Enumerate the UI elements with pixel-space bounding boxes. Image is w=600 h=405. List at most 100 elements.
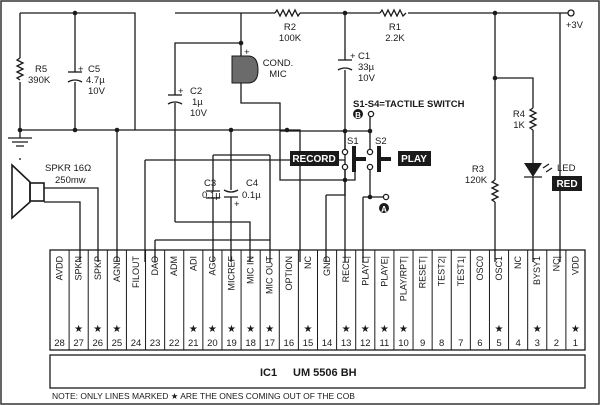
pin-name: PLAYL|: [360, 256, 370, 286]
pin-name: OPTION: [284, 256, 294, 291]
pin-number: 13: [341, 338, 352, 349]
pin-number: 5: [496, 338, 501, 349]
cob-star-icon: ★: [399, 324, 408, 335]
pin-name: SPKN: [74, 256, 84, 281]
speaker-icon: [11, 163, 31, 220]
node-a-label: A: [381, 205, 387, 214]
r5-resistor: [15, 57, 25, 81]
node-b-label: B: [355, 111, 361, 120]
cob-star-icon: ★: [571, 324, 580, 335]
pin-number: 10: [398, 338, 409, 349]
pin-number: 16: [284, 338, 295, 349]
led-color-tag: [552, 176, 582, 191]
cob-star-icon: ★: [74, 324, 83, 335]
pin-number: 22: [169, 338, 180, 349]
c5-plus: +: [78, 64, 84, 75]
play-tag: [398, 151, 431, 166]
pin-number: 20: [207, 338, 218, 349]
r3-resistor: [490, 179, 500, 203]
c3-value: 0.1µ: [202, 190, 221, 201]
c2-rating: 10V: [190, 108, 208, 119]
pin-number: 8: [439, 338, 444, 349]
speaker-label-1: SPKR 16Ω: [45, 163, 91, 174]
r4-label: R4: [513, 109, 525, 120]
pin-name: AVDD: [55, 256, 65, 281]
pin-name: NC: [513, 256, 523, 269]
pin-name: TEST1|: [456, 256, 466, 286]
c5-rating: 10V: [88, 86, 106, 97]
pin-number: 15: [303, 338, 314, 349]
mic-label-2: MIC: [269, 69, 287, 80]
mic-plus: +: [244, 47, 250, 58]
ic-pins: AVDD28SPKN★27SPKP★26AGND★25FILOUT24DAO23…: [54, 250, 580, 350]
cob-star-icon: ★: [533, 324, 542, 335]
c3-plates: [206, 190, 220, 199]
s1-button-icon[interactable]: [352, 146, 366, 172]
pin-name: MIC OUT: [265, 256, 275, 294]
c2-plus: +: [178, 86, 184, 97]
pin-number: 7: [458, 338, 463, 349]
pin-number: 28: [54, 338, 65, 349]
ic-ref: IC1: [260, 367, 277, 379]
pin-number: 19: [226, 338, 237, 349]
supply-terminal: [567, 9, 575, 17]
pin-number: 3: [535, 338, 540, 349]
ground-icon: [8, 137, 32, 147]
pin-number: 14: [322, 338, 333, 349]
pin-name: NC|: [551, 256, 561, 271]
play-label: PLAY: [401, 154, 427, 165]
pin-number: 24: [131, 338, 142, 349]
cob-star-icon: ★: [361, 324, 370, 335]
pin-number: 26: [92, 338, 103, 349]
c5-label: C5: [88, 64, 100, 75]
ic-part: UM 5506 BH: [293, 367, 357, 379]
switch-note: S1-S4=TACTILE SWITCH: [353, 99, 465, 110]
condenser-mic-icon: [231, 55, 259, 84]
node-a-marker: [379, 203, 389, 213]
cob-star-icon: ★: [246, 324, 255, 335]
r2-resistor: [274, 8, 301, 18]
c2-value: 1µ: [192, 97, 203, 108]
c4-value: 0.1µ: [242, 190, 261, 201]
pin-number: 27: [73, 338, 84, 349]
pin-name: BYSY1: [532, 256, 542, 285]
pin-name: RECL|: [341, 256, 351, 282]
pin-name: MIC IN: [246, 256, 256, 284]
r2-value: 100K: [279, 33, 302, 44]
led-light-rays-icon: [542, 163, 553, 173]
c1-plus: +: [350, 51, 356, 62]
r3-value: 120K: [465, 175, 488, 186]
led-label: LED: [557, 163, 576, 174]
cob-star-icon: ★: [112, 324, 121, 335]
r1-value: 2.2K: [385, 33, 405, 44]
pin-name: AGND: [112, 256, 122, 283]
pin-number: 12: [360, 338, 371, 349]
r2-label: R2: [284, 22, 296, 33]
pin-name: GND: [322, 256, 332, 277]
cob-star-icon: ★: [303, 324, 312, 335]
c4-label: C4: [246, 178, 258, 189]
cob-star-icon: ★: [495, 324, 504, 335]
s2-label: S2: [375, 136, 387, 147]
pin-number: 2: [554, 338, 559, 349]
pin-number: 9: [420, 338, 425, 349]
top-rail-wires: [175, 8, 568, 18]
pin-name: ADM: [169, 256, 179, 276]
cob-star-icon: ★: [208, 324, 217, 335]
led-icon: [524, 163, 542, 177]
pin-number: 11: [379, 338, 389, 349]
s2-button-icon[interactable]: [377, 146, 391, 172]
r5-value: 390K: [28, 75, 51, 86]
cob-star-icon: ★: [342, 324, 351, 335]
node-a-terminal: [382, 193, 390, 201]
node-b-marker: [353, 109, 363, 119]
record-tag: [290, 151, 339, 166]
r4-value: 1K: [513, 120, 525, 131]
c1-value: 33µ: [358, 62, 375, 73]
pin-name: TEST2|: [437, 256, 447, 286]
led-color-label: RED: [556, 179, 577, 190]
pin-number: 6: [477, 338, 482, 349]
